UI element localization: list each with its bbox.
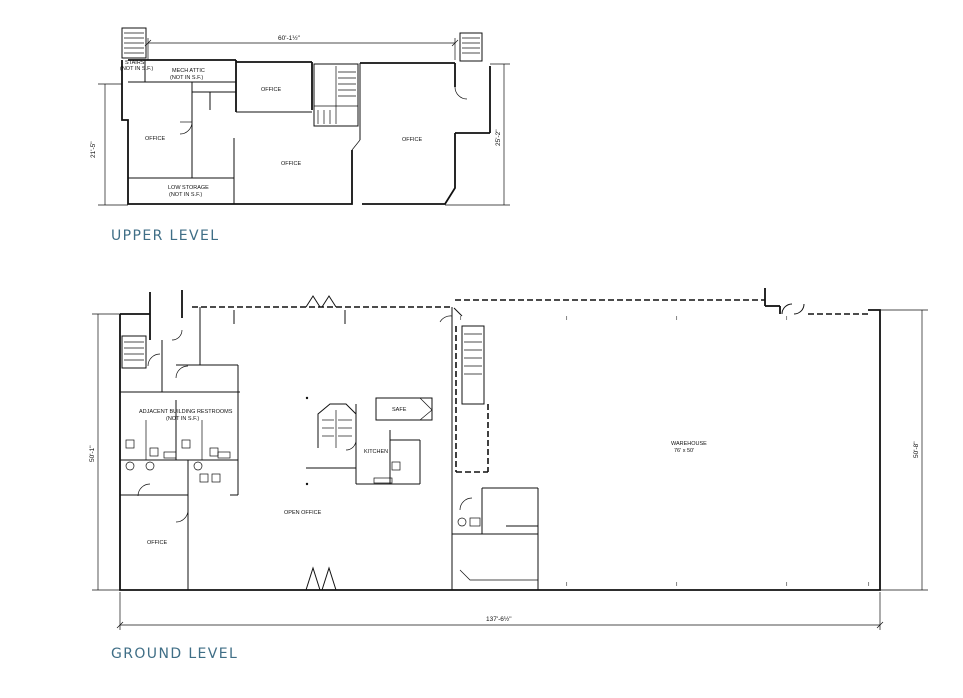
ground-bottom-dim-text: 137'-6½" <box>486 615 512 623</box>
upper-stairs-label-2: (NOT IN S.F.) <box>120 66 153 72</box>
upper-office-b-label: OFFICE <box>261 87 281 93</box>
upper-mech-label-2: (NOT IN S.F.) <box>170 75 203 81</box>
upper-mech-label-1: MECH ATTIC <box>172 68 205 74</box>
upper-storage-label-2: (NOT IN S.F.) <box>169 192 202 198</box>
open-office-label: OPEN OFFICE <box>284 510 322 516</box>
upper-top-dimension: 60'-1½" <box>144 34 459 60</box>
ground-level-heading: GROUND LEVEL <box>111 646 239 662</box>
ground-level-plan: I I I I I I I I 50'-1" 50'-8" <box>89 288 928 630</box>
upper-stairs-right <box>459 32 483 62</box>
upper-center-stairs <box>313 63 359 127</box>
svg-text:I: I <box>460 316 462 322</box>
svg-text:I: I <box>786 582 788 588</box>
upper-level-plan: 60'-1½" <box>90 27 510 206</box>
upper-storage-label-1: LOW STORAGE <box>168 185 209 191</box>
safe-room <box>375 397 433 421</box>
upper-left-dimension: 21'-5" <box>90 83 128 206</box>
upper-office-d-label: OFFICE <box>402 137 422 143</box>
office-label: OFFICE <box>147 540 167 546</box>
ground-center-stairs <box>306 403 357 469</box>
upper-office-a-label: OFFICE <box>145 136 165 142</box>
upper-office-c-label: OFFICE <box>281 161 301 167</box>
warehouse-label-1: WAREHOUSE <box>671 441 707 447</box>
svg-text:I: I <box>786 316 788 322</box>
ground-right-dim-text: 50'-8" <box>913 441 920 458</box>
upper-stairs-label-1: STAIRS <box>125 60 145 66</box>
ground-left-dim-text: 50'-1" <box>89 445 96 462</box>
upper-right-dimension: 25'-2" <box>445 63 510 206</box>
ground-left-dimension: 50'-1" <box>89 313 120 591</box>
warehouse-stairs <box>461 325 485 405</box>
svg-text:I: I <box>676 582 678 588</box>
ground-left-stairs <box>121 335 147 369</box>
upper-left-dim-text: 21'-5" <box>90 141 97 158</box>
restrooms-label-1: ADJACENT BUILDING RESTROOMS <box>139 409 233 415</box>
kitchen-label: KITCHEN <box>364 449 388 455</box>
warehouse-column-markers: I I I I I I I I <box>460 316 870 588</box>
svg-text:I: I <box>868 582 870 588</box>
safe-label: SAFE <box>392 407 407 413</box>
ground-right-dimension: 50'-8" <box>880 309 928 591</box>
upper-stairs-left <box>121 27 147 59</box>
restroom-fixtures <box>125 420 231 483</box>
ground-bottom-dimension: 137'-6½" <box>116 592 884 630</box>
upper-right-dim-text: 25'-2" <box>495 129 502 146</box>
svg-text:I: I <box>566 316 568 322</box>
svg-text:I: I <box>566 582 568 588</box>
upper-level-heading: UPPER LEVEL <box>111 228 220 244</box>
upper-top-dim-text: 60'-1½" <box>278 34 301 42</box>
restrooms-label-2: (NOT IN S.F.) <box>166 416 199 422</box>
warehouse-label-2: 76' x 50' <box>674 448 694 454</box>
svg-text:I: I <box>676 316 678 322</box>
